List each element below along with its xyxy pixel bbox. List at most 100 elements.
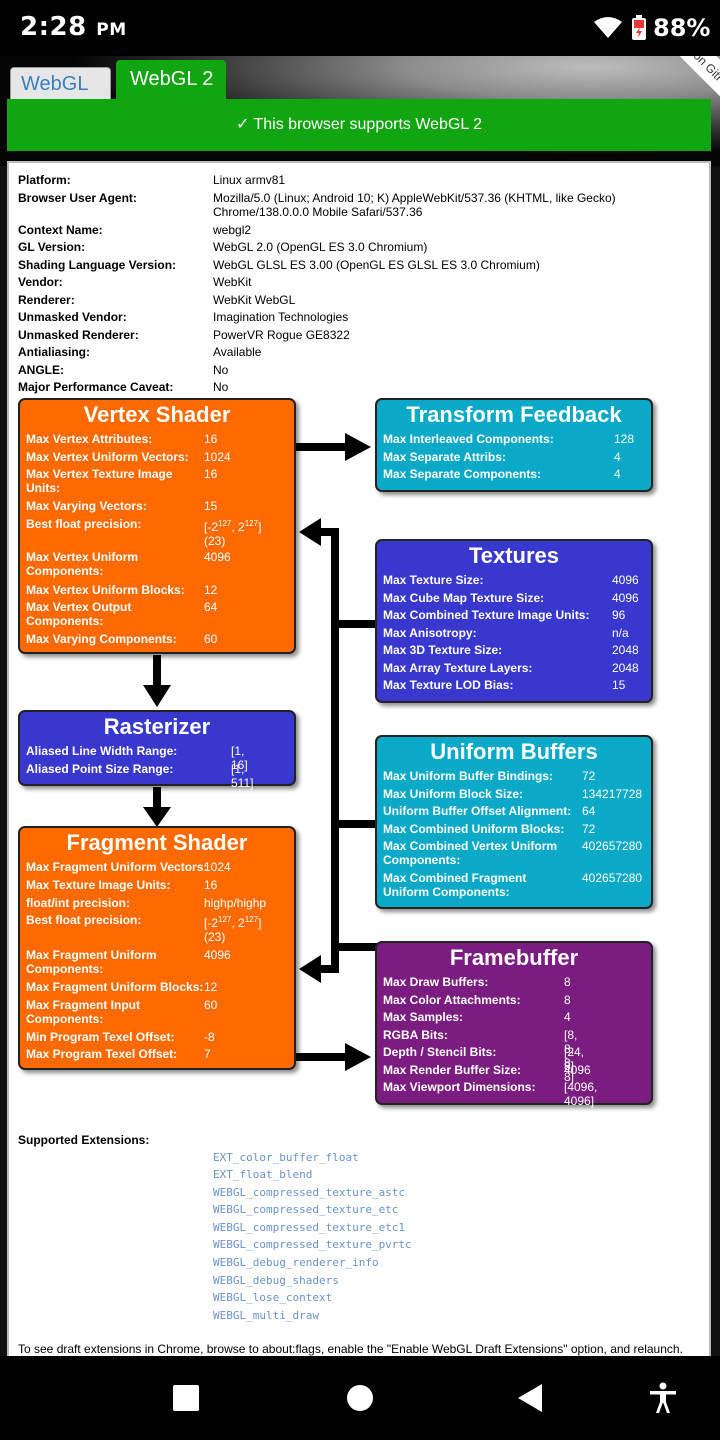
vertex-shader-box: Vertex Shader Max Vertex Attributes:16 M… bbox=[18, 398, 296, 654]
home-icon[interactable] bbox=[346, 1384, 374, 1412]
extension-link[interactable]: WEBGL_compressed_texture_etc1 bbox=[213, 1221, 406, 1234]
info-value: Mozilla/5.0 (Linux; Android 10; K) Apple… bbox=[213, 191, 616, 219]
extension-link[interactable]: WEBGL_debug_shaders bbox=[213, 1274, 339, 1287]
info-key: Unmasked Renderer: bbox=[18, 328, 139, 342]
row-value: 64 bbox=[582, 804, 596, 818]
box-row: Aliased Line Width Range:[1, 16] bbox=[26, 744, 248, 772]
box-row: Max Uniform Buffer Bindings:72 bbox=[383, 769, 595, 783]
extensions-label: Supported Extensions: bbox=[18, 1133, 150, 1147]
box-row: float/int precision:highp/highp bbox=[26, 896, 266, 910]
box-row: Max Combined Fragment Uniform Components… bbox=[383, 871, 642, 899]
info-value: Imagination Technologies bbox=[213, 310, 349, 324]
info-value: WebKit WebGL bbox=[213, 293, 296, 307]
row-key: Max Interleaved Components: bbox=[383, 432, 554, 446]
row-value: 16 bbox=[204, 878, 218, 892]
row-key: Best float precision: bbox=[26, 517, 142, 531]
box-row: Best float precision:[-2127, 2127] (23) bbox=[26, 913, 276, 944]
box-title: Fragment Shader bbox=[66, 830, 248, 855]
info-key: Context Name: bbox=[18, 223, 103, 237]
info-value: WebGL GLSL ES 3.00 (OpenGL ES GLSL ES 3.… bbox=[213, 258, 540, 272]
info-key: GL Version: bbox=[18, 240, 86, 254]
tab-webgl2[interactable]: WebGL 2 bbox=[116, 60, 226, 102]
row-value: 2048 bbox=[612, 661, 639, 675]
row-value: 8 bbox=[564, 993, 571, 1007]
info-key: ANGLE: bbox=[18, 363, 64, 377]
row-key: Best float precision: bbox=[26, 913, 142, 927]
box-row: Max Fragment Uniform Vectors:1024 bbox=[26, 860, 231, 874]
row-key: Max Fragment Uniform Components: bbox=[26, 948, 157, 976]
row-value: 2048 bbox=[612, 643, 639, 657]
row-key: Max Texture LOD Bias: bbox=[383, 678, 514, 692]
clock-ampm: PM bbox=[96, 20, 127, 40]
extension-link[interactable]: WEBGL_multi_draw bbox=[213, 1309, 319, 1322]
pipeline-connectors bbox=[143, 433, 379, 1071]
clock: 2:28 PM bbox=[20, 12, 127, 42]
row-key: Max Vertex Output Components: bbox=[26, 600, 132, 628]
web-content[interactable]: Fork on GitHub WebGL 1 WebGL 2 ✓ This br… bbox=[0, 56, 720, 1356]
info-key: Vendor: bbox=[18, 275, 63, 289]
extension-link[interactable]: WEBGL_compressed_texture_pvrtc bbox=[213, 1238, 412, 1251]
row-key: Max Cube Map Texture Size: bbox=[383, 591, 545, 605]
row-value: 1024 bbox=[204, 860, 231, 874]
row-value: 72 bbox=[582, 822, 596, 836]
extension-link[interactable]: WEBGL_debug_renderer_info bbox=[213, 1256, 379, 1269]
box-row: Max Vertex Output Components:64 bbox=[26, 600, 217, 628]
box-title: Uniform Buffers bbox=[430, 739, 598, 764]
recents-icon[interactable] bbox=[172, 1384, 200, 1412]
row-value: 72 bbox=[582, 769, 596, 783]
row-value: 1024 bbox=[204, 450, 231, 464]
row-key: Uniform Buffer Offset Alignment: bbox=[383, 804, 572, 818]
row-key: Max Vertex Attributes: bbox=[26, 432, 153, 446]
box-row: Max Varying Components:60 bbox=[26, 632, 217, 646]
row-key: Max Varying Vectors: bbox=[26, 499, 147, 513]
row-value: 16 bbox=[204, 432, 218, 446]
info-value: Linux armv81 bbox=[213, 173, 286, 187]
row-key: Max Viewport Dimensions: bbox=[383, 1080, 536, 1094]
box-row: Max Samples:4 bbox=[383, 1010, 571, 1024]
info-value: Available bbox=[213, 345, 262, 359]
row-key: Max Draw Buffers: bbox=[383, 975, 489, 989]
accessibility-icon[interactable] bbox=[648, 1382, 678, 1414]
row-key: Max Texture Image Units: bbox=[26, 878, 171, 892]
box-title: Rasterizer bbox=[103, 714, 211, 739]
extension-link[interactable]: EXT_float_blend bbox=[213, 1168, 313, 1181]
row-key: Max Render Buffer Size: bbox=[383, 1063, 522, 1077]
info-value: No bbox=[213, 380, 229, 394]
extension-link[interactable]: WEBGL_compressed_texture_astc bbox=[213, 1186, 406, 1199]
extension-link[interactable]: EXT_color_buffer_float bbox=[213, 1151, 359, 1164]
row-key: Max Separate Attribs: bbox=[383, 450, 506, 464]
row-key: Max Combined Vertex Uniform Components: bbox=[383, 839, 558, 867]
box-row: Max Separate Attribs: 4 bbox=[383, 450, 621, 464]
box-row: Max Array Texture Layers:2048 bbox=[383, 661, 639, 675]
row-value: 15 bbox=[612, 678, 626, 692]
row-key: Max Vertex Uniform Vectors: bbox=[26, 450, 189, 464]
box-row: Max Vertex Uniform Vectors: 1024 bbox=[26, 450, 231, 464]
info-key: Platform: bbox=[18, 173, 71, 187]
row-value: [24, 8] bbox=[564, 1045, 585, 1073]
row-value: [1, 511] bbox=[231, 762, 254, 790]
wifi-icon bbox=[594, 17, 622, 38]
row-value: 4096 bbox=[612, 573, 639, 587]
row-value: -8 bbox=[204, 1030, 215, 1044]
row-key: Max Anisotropy: bbox=[383, 626, 477, 640]
info-key: Shading Language Version: bbox=[18, 258, 177, 272]
box-row: Max Texture Size:4096 bbox=[383, 573, 639, 587]
fragment-shader-box: Fragment Shader Max Fragment Uniform Vec… bbox=[18, 826, 296, 1070]
navigation-bar bbox=[0, 1356, 720, 1440]
row-key: Max Combined Uniform Blocks: bbox=[383, 822, 565, 836]
box-row: Max Texture LOD Bias: 15 bbox=[383, 678, 625, 692]
row-key: Max 3D Texture Size: bbox=[383, 643, 503, 657]
box-row: Max Fragment Uniform Blocks:12 bbox=[26, 980, 217, 994]
row-value: 60 bbox=[204, 998, 218, 1012]
extension-link[interactable]: WEBGL_compressed_texture_etc bbox=[213, 1203, 399, 1216]
back-icon[interactable] bbox=[516, 1383, 544, 1413]
tab-webgl1[interactable]: WebGL 1 bbox=[10, 67, 111, 127]
row-key: Max Varying Components: bbox=[26, 632, 177, 646]
box-row: Max Vertex Attributes: 16 bbox=[26, 432, 217, 446]
extension-link[interactable]: WEBGL_lose_context bbox=[213, 1291, 333, 1304]
row-value: 134217728 bbox=[582, 787, 643, 801]
textures-box: Textures Max Texture Size:4096 Max Cube … bbox=[375, 539, 653, 703]
row-value: 4 bbox=[614, 450, 621, 464]
box-row: Max Separate Components:4 bbox=[383, 467, 621, 481]
info-value: PowerVR Rogue GE8322 bbox=[213, 328, 350, 342]
